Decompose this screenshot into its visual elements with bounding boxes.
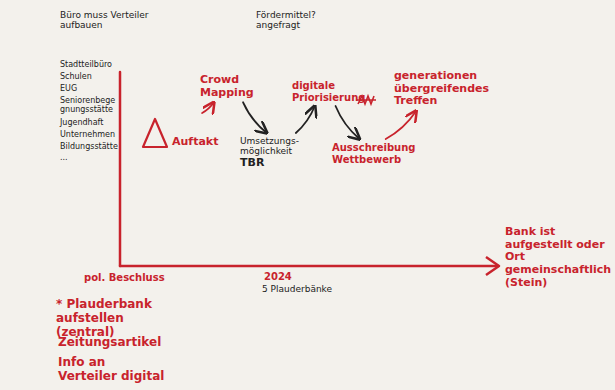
flow-arrow bbox=[202, 102, 214, 113]
handwritten-note: Fördermittel? angefragt bbox=[256, 10, 336, 31]
handwritten-note: 5 Plauderbänke bbox=[262, 284, 372, 294]
step-note: TBR bbox=[240, 157, 324, 170]
process-step: Crowd Mapping bbox=[200, 74, 262, 99]
step-text: Crowd Mapping bbox=[200, 74, 262, 99]
vertical-axis bbox=[119, 72, 122, 266]
process-step: Ausschreibung Wettbewerb bbox=[332, 142, 408, 165]
handwritten-note: Seniorenbegegnungsstätte bbox=[60, 96, 118, 114]
timeline-axis bbox=[120, 265, 498, 268]
handwritten-note: Zeitungsartikel bbox=[58, 336, 198, 350]
axis-arrowhead bbox=[486, 257, 499, 275]
flow-arrow bbox=[336, 106, 360, 139]
handwritten-note: Büro muss Verteiler aufbauen bbox=[60, 10, 160, 31]
handwritten-note: pol. Beschluss bbox=[84, 272, 194, 284]
handwritten-note: Bank ist aufgestellt oder Ort gemeinscha… bbox=[505, 226, 611, 289]
process-step: generationen übergreifendes Treffen bbox=[394, 70, 486, 108]
flow-arrow bbox=[243, 102, 267, 133]
handwritten-note: EUG bbox=[60, 84, 170, 93]
process-step: digitale Priorisierung bbox=[292, 80, 358, 103]
step-text: digitale Priorisierung bbox=[292, 80, 358, 103]
handwritten-note: Unternehmen bbox=[60, 130, 170, 139]
step-text: Auftakt bbox=[172, 136, 222, 149]
step-text: generationen übergreifendes Treffen bbox=[394, 70, 486, 108]
handwritten-note: ... bbox=[60, 153, 100, 162]
handwritten-note: Schulen bbox=[60, 72, 170, 81]
crossed-out-scribble bbox=[356, 96, 376, 104]
step-text: Ausschreibung Wettbewerb bbox=[332, 142, 408, 165]
handwritten-note: Stadtteilbüro bbox=[60, 60, 170, 69]
handwritten-note: Info an Verteiler digital bbox=[58, 356, 168, 384]
process-step: Umsetzungs-möglichkeitTBR bbox=[240, 136, 324, 169]
triangle-symbol bbox=[140, 116, 170, 150]
milestone-triangle: Auftakt bbox=[140, 116, 222, 149]
flow-arrow bbox=[386, 111, 416, 139]
flow-arrow bbox=[296, 106, 315, 133]
handwritten-note: Jugendhaft bbox=[60, 118, 170, 127]
handwritten-note: 2024 bbox=[264, 271, 324, 283]
step-text: Umsetzungs-möglichkeit bbox=[240, 136, 324, 157]
handwritten-note: * Plauderbank aufstellen (zentral) bbox=[56, 298, 184, 339]
handwritten-note: Bildungsstätte bbox=[60, 142, 170, 151]
